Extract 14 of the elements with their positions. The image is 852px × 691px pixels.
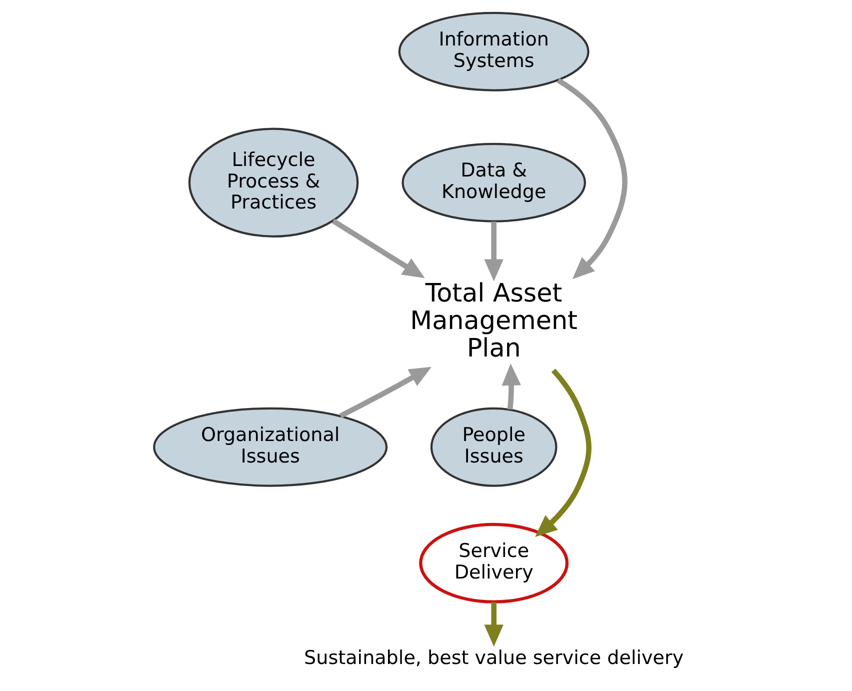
arrow (484, 222, 504, 282)
arrow (332, 218, 425, 278)
node-ellipse: People Issues (430, 407, 558, 487)
node-ellipse: Lifecycle Process & Practices (188, 128, 359, 238)
node-text: Sustainable, best value service delivery (304, 646, 684, 669)
arrow (339, 366, 432, 418)
node-ellipse: Data & Knowledge (402, 142, 586, 222)
node-text: Total Asset Management Plan (410, 277, 578, 362)
node-ellipse: Service Delivery (419, 522, 569, 604)
node-ellipse: Organizational Issues (153, 407, 388, 487)
arrow (535, 368, 592, 537)
arrow (484, 602, 504, 647)
node-ellipse: Information Systems (398, 12, 590, 92)
arrow (556, 78, 628, 280)
